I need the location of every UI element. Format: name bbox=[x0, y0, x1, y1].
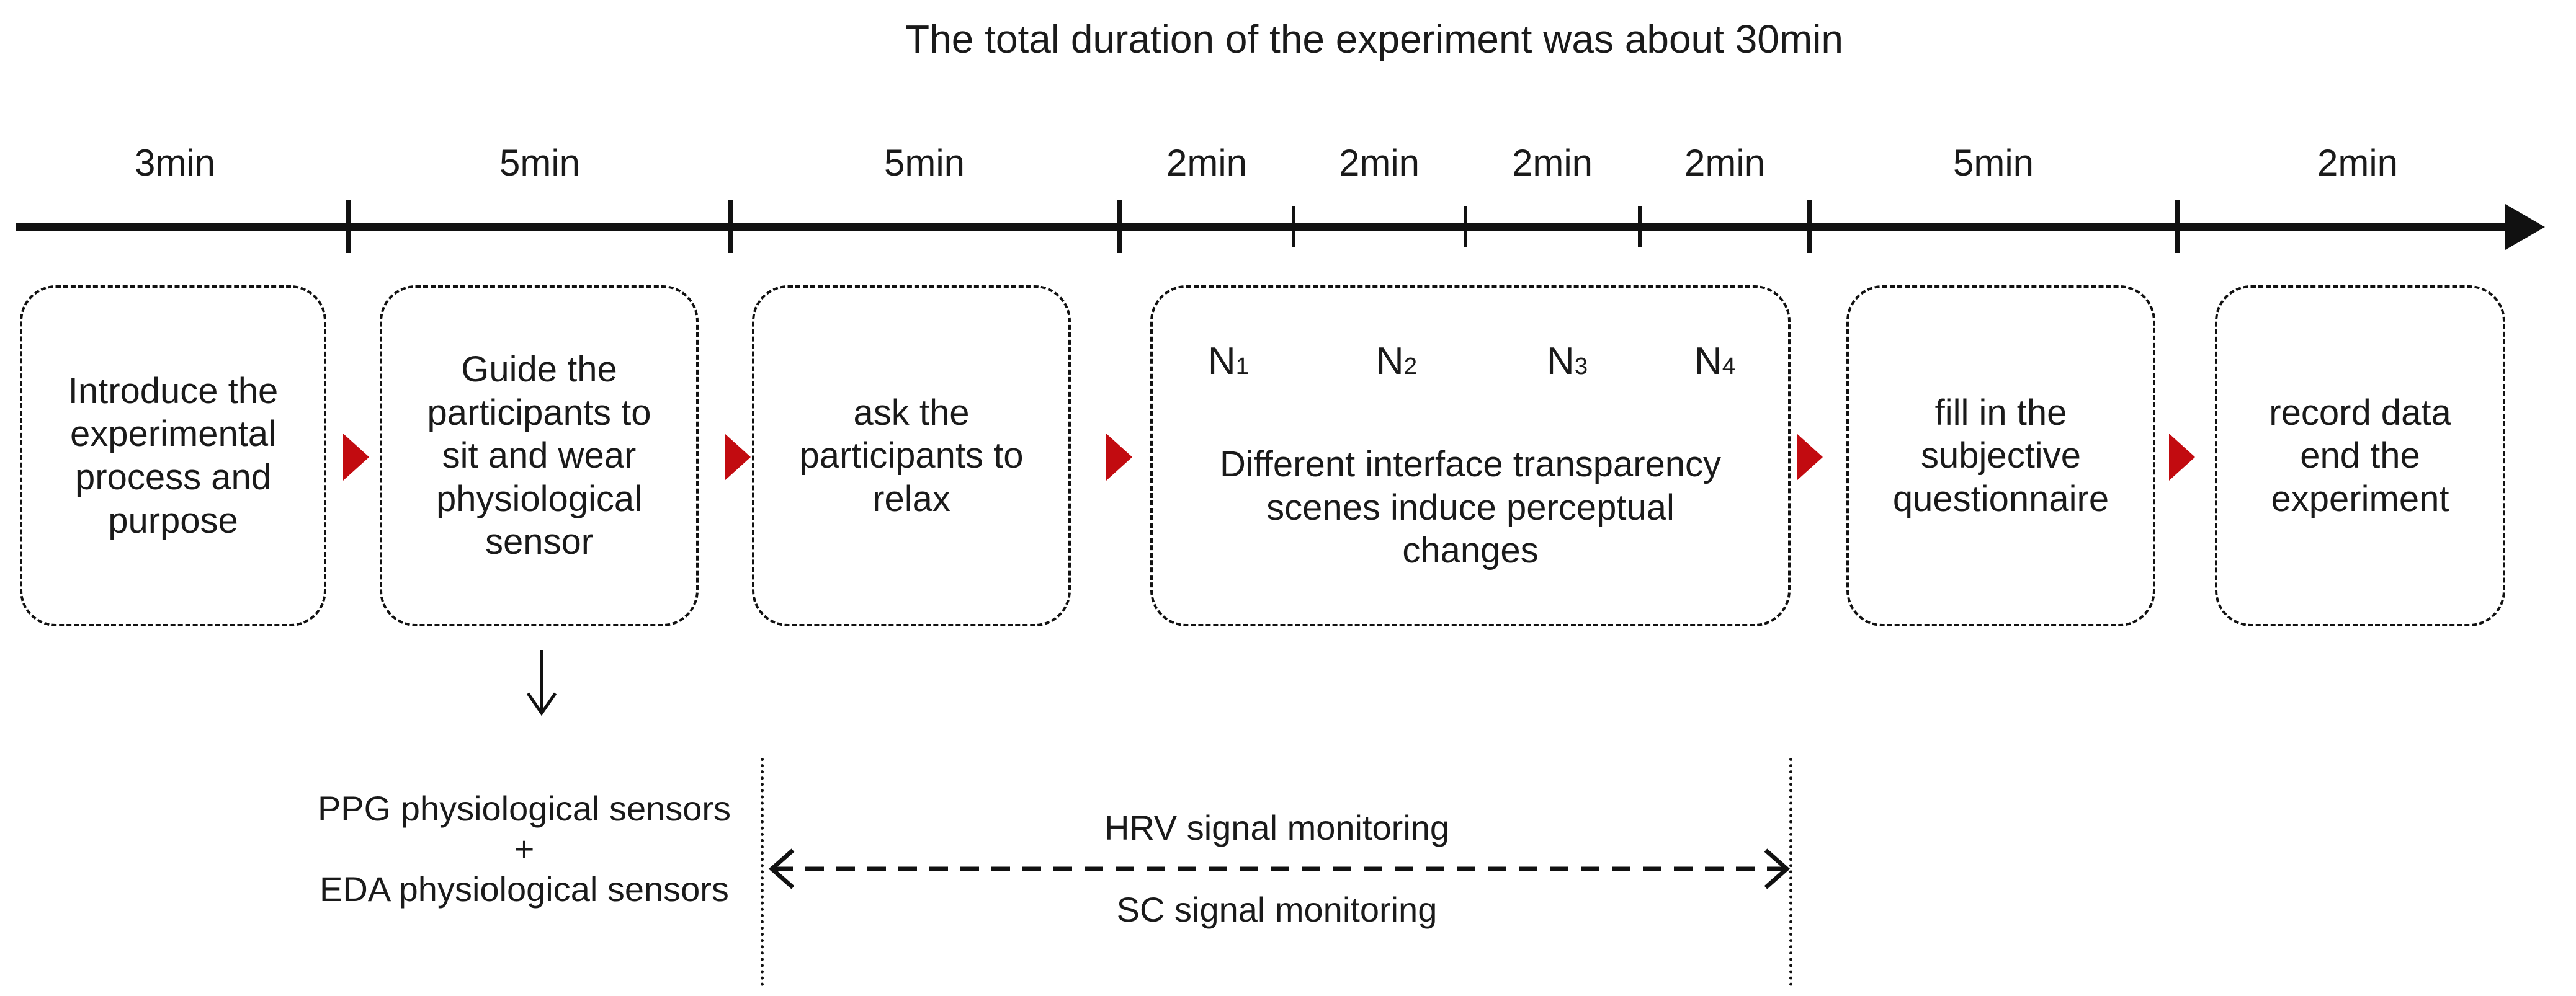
step-label: Introduce the experimental process and p… bbox=[68, 370, 279, 541]
timeline-tick-minor bbox=[1464, 206, 1467, 247]
step-box-transparency-scenes: N1 N2 N3 N4 Different interface transpar… bbox=[1150, 285, 1791, 626]
sc-monitoring-label: SC signal monitoring bbox=[1116, 890, 1438, 929]
diagram-title: The total duration of the experiment was… bbox=[905, 17, 1843, 61]
scene-label-n2: N2 bbox=[1375, 340, 1418, 383]
timeline-tick-major bbox=[728, 200, 733, 253]
monitoring-boundary-line-right bbox=[1789, 758, 1792, 986]
step-label: fill in the subjective questionnaire bbox=[1892, 392, 2109, 519]
hrv-monitoring-label: HRV signal monitoring bbox=[1104, 808, 1450, 847]
timeline-tick-major bbox=[1117, 200, 1122, 253]
timeline-tick-minor bbox=[1292, 206, 1295, 247]
timeline-tick-minor bbox=[1638, 206, 1642, 247]
timeline-tick-major bbox=[2175, 200, 2180, 253]
duration-label: 2min bbox=[1338, 142, 1420, 184]
sensor-types-note: PPG physiological sensors + EDA physiolo… bbox=[317, 789, 731, 909]
scene-label-n3: N3 bbox=[1546, 340, 1588, 383]
flow-arrow-icon bbox=[1106, 434, 1132, 481]
flow-arrow-icon bbox=[1797, 434, 1823, 481]
duration-label: 5min bbox=[1952, 142, 2034, 184]
flow-arrow-icon bbox=[725, 434, 751, 481]
flow-arrow-icon bbox=[2169, 434, 2195, 481]
step-box-introduce: Introduce the experimental process and p… bbox=[20, 285, 326, 626]
duration-label: 2min bbox=[1511, 142, 1593, 184]
down-arrow-icon bbox=[526, 650, 557, 716]
duration-label: 2min bbox=[1684, 142, 1766, 184]
monitoring-range-arrow-icon bbox=[768, 848, 1791, 889]
step-label: record data end the experiment bbox=[2269, 392, 2451, 519]
timeline-axis-line bbox=[16, 223, 2510, 231]
duration-label: 3min bbox=[134, 142, 216, 184]
step-box-record-data: record data end the experiment bbox=[2215, 285, 2505, 626]
duration-label: 2min bbox=[2317, 142, 2399, 184]
step-label: Guide the participants to sit and wear p… bbox=[427, 349, 651, 562]
monitoring-boundary-line-left bbox=[761, 758, 764, 986]
step-label: ask the participants to relax bbox=[799, 392, 1024, 519]
step-label: Different interface transparency scenes … bbox=[1219, 444, 1722, 571]
duration-label: 5min bbox=[883, 142, 965, 184]
timeline-tick-major bbox=[346, 200, 351, 253]
step-box-wear-sensor: Guide the participants to sit and wear p… bbox=[380, 285, 699, 626]
step-box-questionnaire: fill in the subjective questionnaire bbox=[1846, 285, 2155, 626]
scene-label-n1: N1 bbox=[1207, 340, 1250, 383]
duration-label: 2min bbox=[1166, 142, 1248, 184]
timeline-arrowhead-icon bbox=[2505, 204, 2545, 250]
duration-label: 5min bbox=[499, 142, 581, 184]
timeline-tick-major bbox=[1807, 200, 1812, 253]
scene-label-n4: N4 bbox=[1694, 340, 1736, 383]
flow-arrow-icon bbox=[343, 434, 369, 481]
step-box-relax: ask the participants to relax bbox=[752, 285, 1071, 626]
